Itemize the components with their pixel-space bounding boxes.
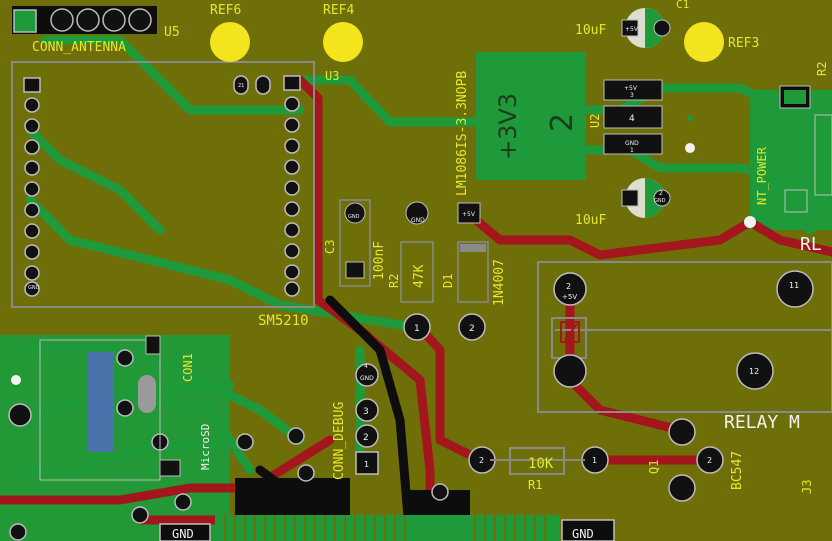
pad-reg-5v: +5V	[624, 85, 638, 92]
reference-marks	[210, 22, 724, 62]
pad-r1-2: 2	[479, 456, 484, 465]
bc547-label: BC547	[730, 451, 745, 490]
sm5210-label: SM5210	[258, 313, 309, 329]
gnd-left-label: GND	[172, 527, 194, 541]
d1-label: D1	[441, 274, 455, 288]
pad-reg-gnd: GND	[625, 140, 639, 147]
pad-c2-plus: 2	[659, 190, 663, 197]
regulator-big-text-a: +3V3	[494, 93, 522, 160]
u5-label: U5	[164, 25, 180, 40]
q1-label: Q1	[647, 460, 661, 474]
relay-coil	[560, 321, 580, 343]
j3-label: J3	[800, 480, 814, 494]
microsd-label: MicroSD	[199, 424, 212, 470]
regulator-big-text-b: 2	[545, 113, 580, 132]
r1-label: R1	[528, 478, 542, 492]
black-traces	[255, 295, 415, 541]
c3-value-label: 100nF	[372, 241, 387, 280]
gnd-right-label: GND	[572, 527, 594, 541]
d1-pads	[400, 201, 489, 303]
pad-relay-2: 2	[566, 282, 571, 291]
silkscreen-text: CONN_ANTENNA U5 REF6 REF4 REF3 U3 10uF 1…	[32, 0, 829, 541]
c1-value-label: 10uF	[575, 23, 606, 38]
r2-side-label: R2	[815, 62, 829, 76]
pad-d1-gnd: GND	[411, 217, 425, 224]
rl-label: RL	[800, 234, 822, 255]
c1-ref-label: C1	[676, 0, 689, 11]
u3-label: U3	[325, 69, 339, 83]
edge-fingers	[224, 515, 546, 541]
pad-debug-1: 1	[364, 460, 369, 469]
capacitor-c2	[621, 178, 671, 218]
power-label: NT_POWER	[755, 146, 769, 205]
pad-debug-4: 4	[364, 363, 368, 370]
pad-c1-plus: +5V	[625, 26, 639, 33]
pad-debug-2: 2	[363, 433, 369, 443]
r1-body	[490, 447, 585, 475]
lm1086-label: LM1086IS-3.3NOPB	[455, 71, 470, 196]
pad-reg-4: 4	[629, 114, 635, 124]
through-hole-pads	[8, 270, 814, 541]
conn-antenna-label: CONN_ANTENNA	[32, 40, 126, 55]
pad-relay-11: 11	[789, 281, 799, 290]
pad-relay-5v: +5V	[562, 293, 577, 301]
r2-label: R2	[387, 274, 401, 288]
pad-c2-gnd: GND	[654, 198, 666, 204]
component-outlines	[11, 61, 832, 413]
regulator-pads	[603, 79, 663, 155]
conn1-label: CON1	[181, 353, 195, 382]
u2-label: U2	[588, 114, 602, 128]
u3-pin-header-right	[233, 75, 301, 297]
u3-pin-header-left	[23, 77, 41, 297]
debug-header	[355, 363, 379, 475]
edge-connector	[215, 515, 560, 541]
c3-label: C3	[323, 240, 337, 254]
d1-value-label: 1N4007	[492, 259, 507, 306]
pad-d1-5v: +5V	[462, 211, 476, 218]
pad-reg-1: 1	[630, 147, 634, 154]
microsd-socket	[39, 335, 181, 481]
pad-debug-gnd: GND	[360, 375, 374, 382]
pad-debug-3: 3	[363, 407, 369, 417]
power-connector	[779, 85, 832, 213]
pad-reg-3: 3	[630, 92, 634, 99]
pad-u3-top: 21	[238, 83, 244, 89]
pad-u3-gnd: GND	[28, 285, 40, 291]
pad-labels: +5V 3 4 GND 1 +5V 2 GND GND GND +5V 2 +5…	[28, 26, 799, 469]
r1-value-label: 10K	[528, 456, 554, 472]
pad-q1-2: 2	[707, 456, 712, 465]
capacitor-c1	[621, 8, 671, 48]
ref4-label: REF4	[323, 3, 354, 18]
c3-pads	[339, 199, 371, 287]
ref6-label: REF6	[210, 3, 241, 18]
r2-value-label: 47K	[412, 264, 427, 288]
vias	[11, 115, 756, 385]
conn-debug-label: CONN_DEBUG	[332, 402, 347, 480]
pad-d1-2: 2	[469, 324, 475, 334]
pad-r2-1: 1	[414, 324, 420, 334]
ref3-label: REF3	[728, 36, 759, 51]
pad-relay-12: 12	[749, 367, 759, 376]
gnd-blocks	[159, 519, 615, 541]
copper-pours-back	[0, 52, 832, 541]
pad-r1-1: 1	[592, 456, 597, 465]
pad-c3-gnd: GND	[348, 214, 360, 220]
relay-label: RELAY M	[724, 412, 800, 433]
c2-value-label: 10uF	[575, 213, 606, 228]
antenna-connector	[12, 6, 157, 34]
